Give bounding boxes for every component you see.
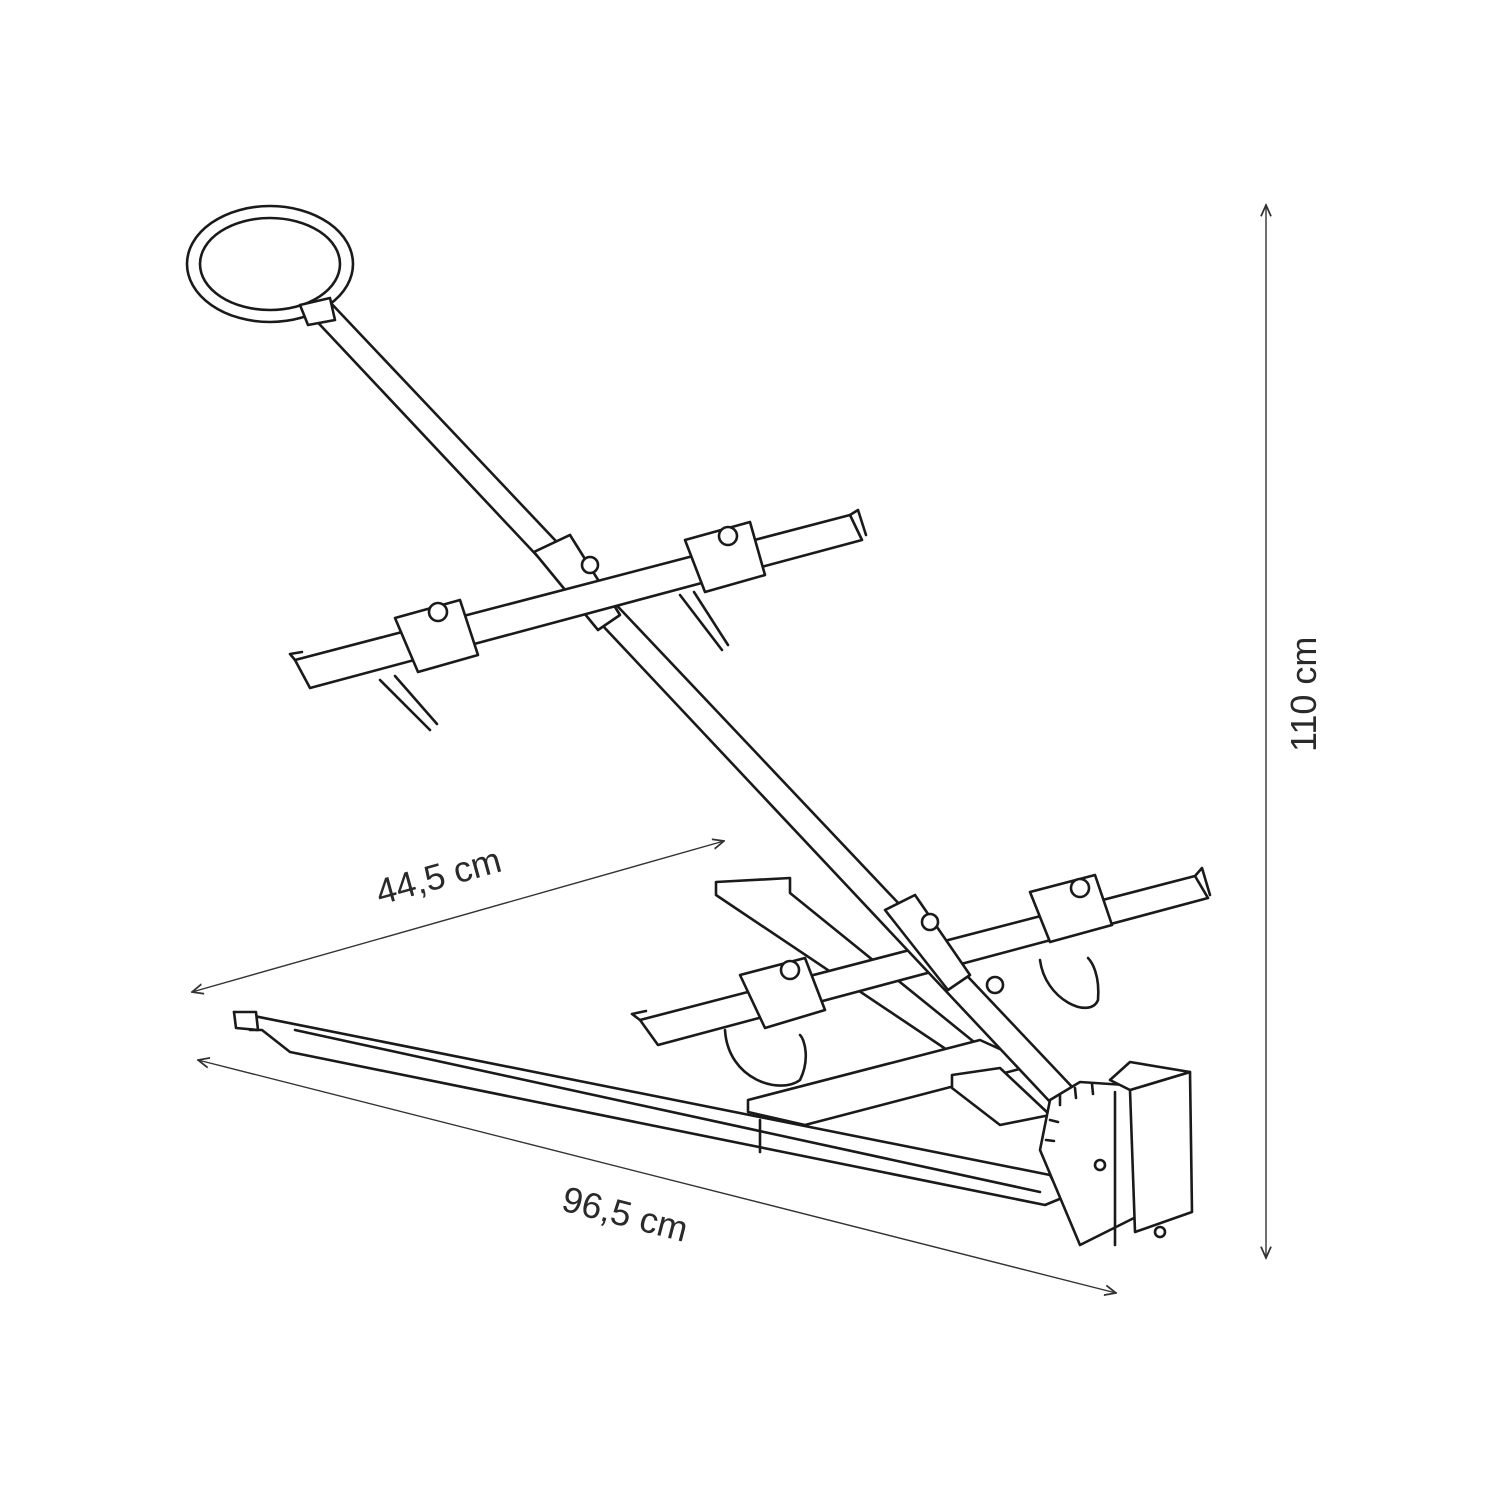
depth-dimension-line bbox=[192, 841, 724, 992]
lower-crossbar-assembly bbox=[630, 866, 1212, 1087]
ground-spike-left-edge bbox=[393, 674, 439, 726]
u-bolt-lower-right bbox=[1038, 956, 1100, 1010]
wing-nut-icon bbox=[985, 975, 1005, 995]
base-frame bbox=[232, 876, 1064, 1207]
dimension-lines bbox=[192, 205, 1266, 1293]
ratchet-gear bbox=[1038, 1080, 1142, 1247]
center-base-plate bbox=[746, 1038, 1037, 1127]
wing-nut-icon bbox=[920, 912, 940, 932]
wing-nut-icon bbox=[1069, 877, 1091, 899]
lower-pole-sleeve bbox=[883, 893, 972, 992]
depth-label: 44,5 cm bbox=[371, 839, 505, 913]
ground-spike-right-edge bbox=[692, 590, 730, 647]
ratchet-teeth bbox=[1044, 1082, 1095, 1143]
ring-handle-inner bbox=[198, 216, 342, 312]
ratchet-bracket-top bbox=[1108, 1060, 1192, 1092]
ground-spike-left bbox=[378, 678, 432, 732]
wing-nut-icon bbox=[717, 525, 739, 547]
rail-hook-end bbox=[232, 1010, 260, 1032]
pole-cap bbox=[298, 296, 337, 327]
ratchet-bracket bbox=[1128, 1070, 1194, 1234]
ratchet-mechanism bbox=[1038, 1060, 1194, 1247]
height-label: 110 cm bbox=[1283, 637, 1324, 752]
wing-nut-icon bbox=[779, 959, 801, 981]
upper-crossbar-assembly bbox=[288, 508, 1005, 995]
lower-crossbar-right-end bbox=[1193, 866, 1212, 897]
u-bolt-lower-left bbox=[723, 1028, 808, 1087]
pivot-bolt-icon bbox=[1093, 1158, 1107, 1172]
pivot-bolt-icon bbox=[1153, 1225, 1167, 1239]
wing-nut-icon bbox=[580, 555, 600, 575]
length-dimension-line bbox=[198, 1060, 1116, 1293]
lower-crossbar-left-end bbox=[630, 1009, 648, 1022]
ground-spike-right bbox=[678, 593, 724, 652]
front-base-plate bbox=[950, 1066, 1052, 1127]
ring-handle[interactable] bbox=[185, 204, 355, 324]
length-label: 96,5 cm bbox=[558, 1178, 692, 1250]
rail-inner-edge bbox=[293, 1028, 1042, 1194]
upper-crossbar-left-end bbox=[288, 650, 304, 662]
upper-crossbar bbox=[293, 513, 864, 690]
wing-nut-icon bbox=[427, 601, 449, 623]
upper-crossbar-right-end bbox=[848, 508, 868, 537]
